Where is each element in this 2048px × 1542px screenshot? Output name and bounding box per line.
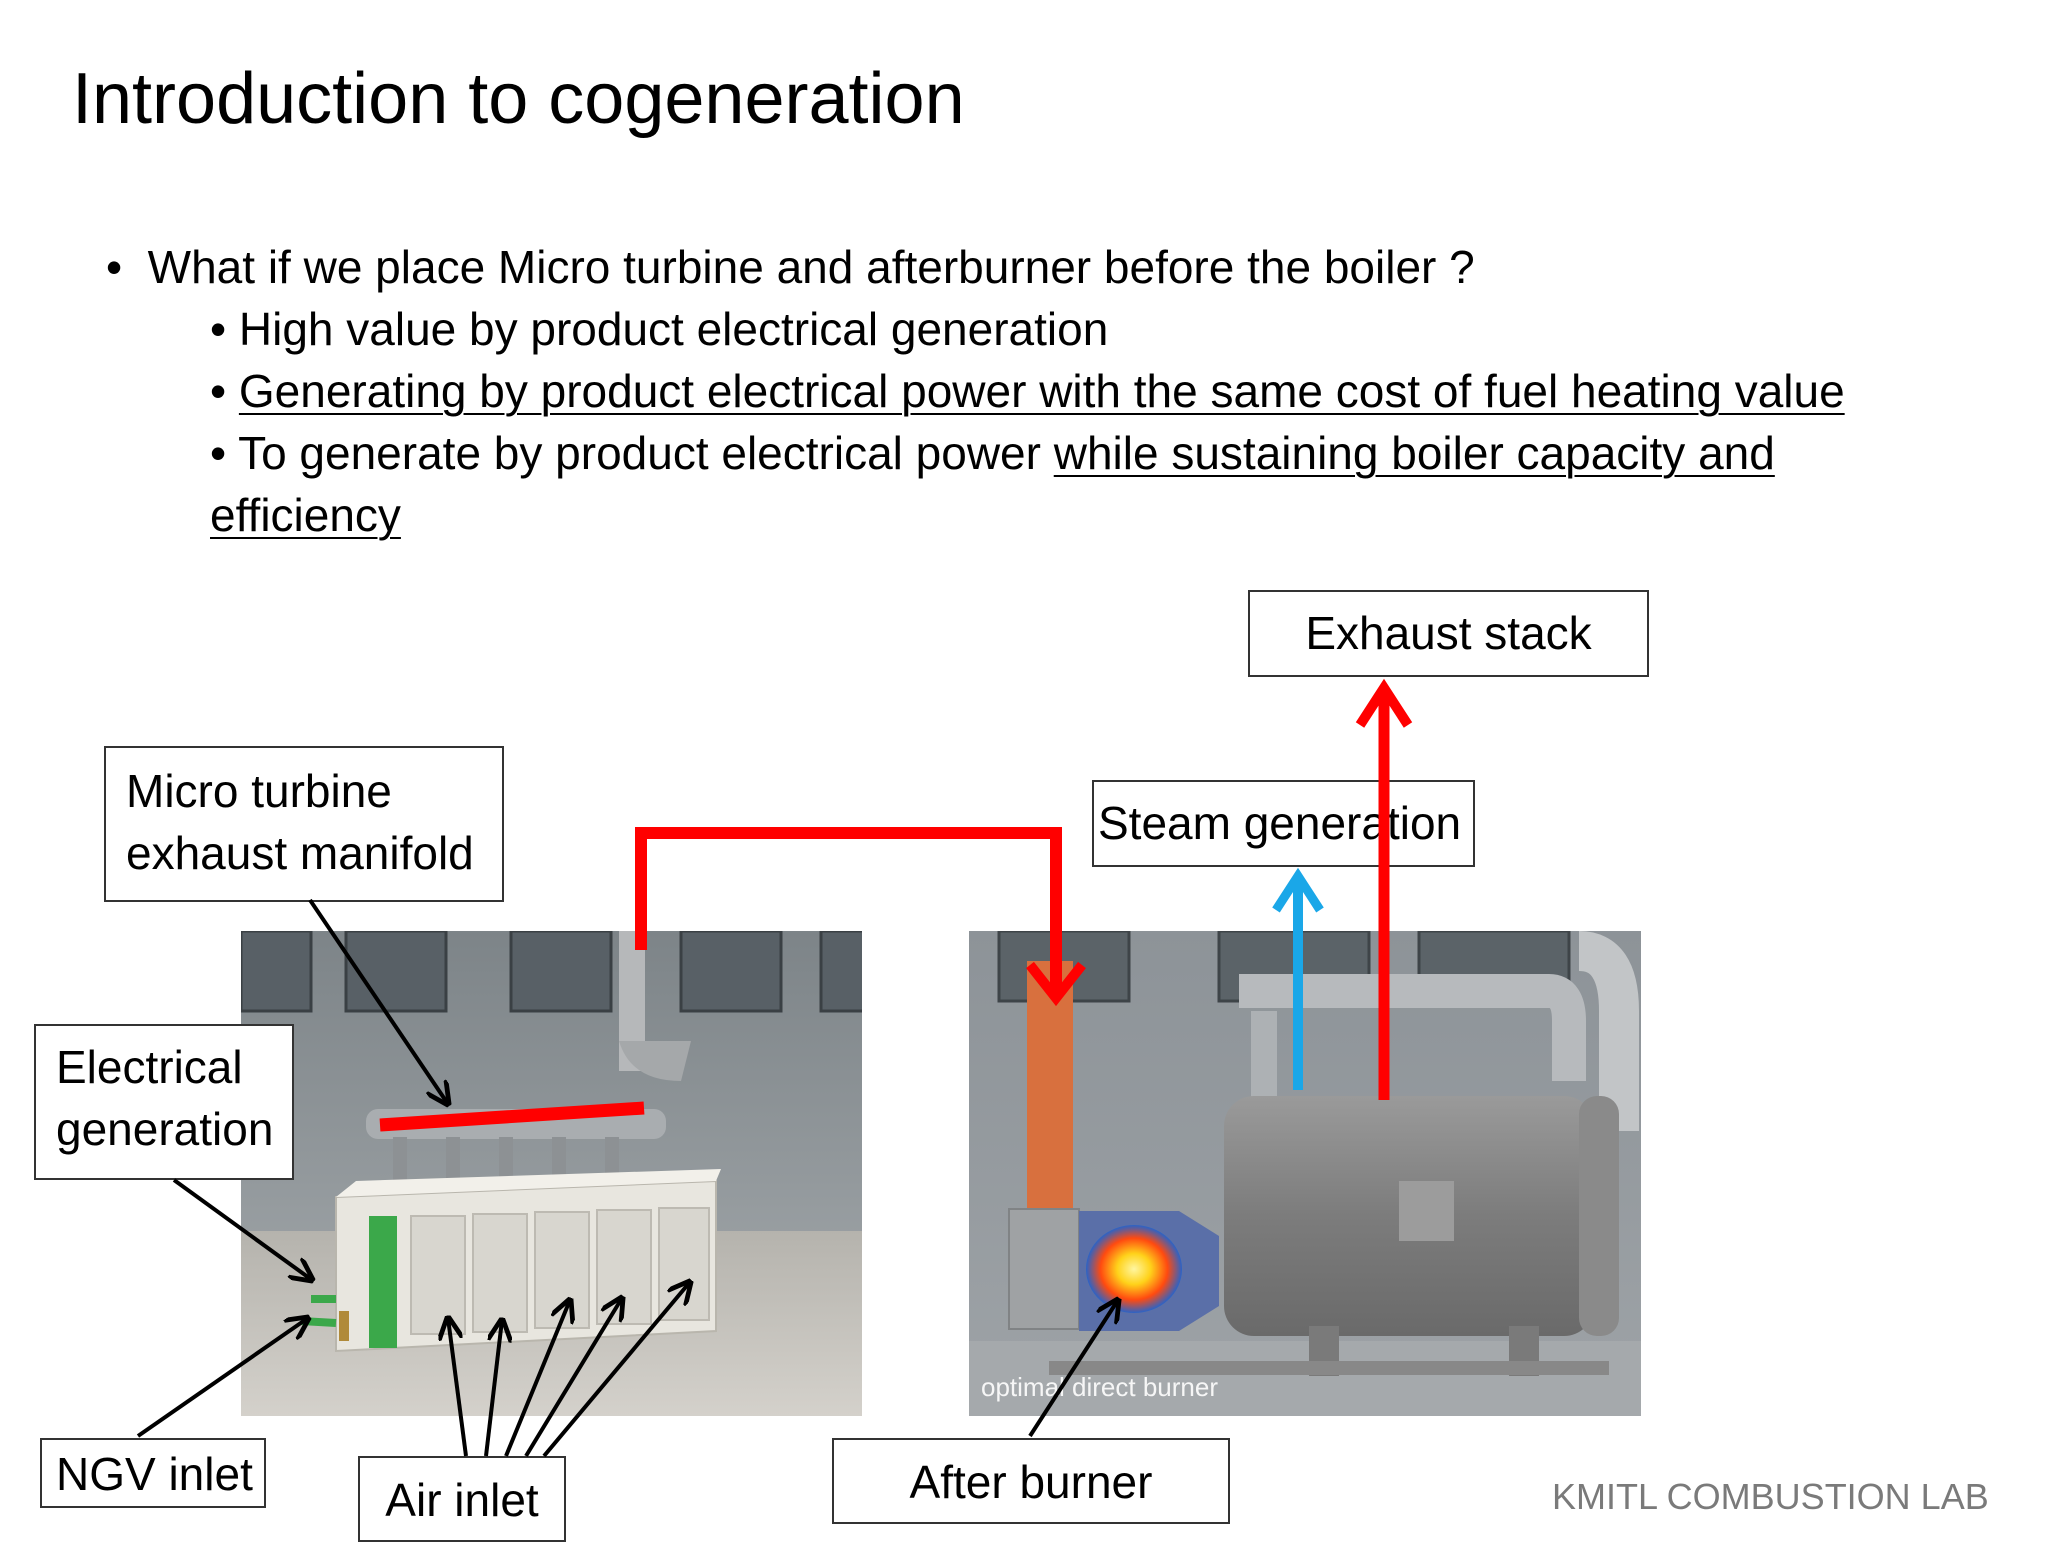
bullet-sub-2: • Generating by product electrical power…	[210, 360, 1845, 422]
steam-generation-label-text: Steam generation	[1098, 797, 1462, 849]
bullet-sub-3-underlined: while sustaining boiler capacity and	[1053, 427, 1775, 479]
bullet-main-text: What if we place Micro turbine and after…	[147, 241, 1475, 293]
footer-credit: KMITL COMBUSTION LAB	[1552, 1476, 1989, 1517]
photo-caption: optimal direct burner	[981, 1372, 1218, 1402]
after-burner-label-text: After burner	[909, 1456, 1153, 1508]
steam-generation-label: Steam generation	[1092, 780, 1475, 867]
ngv-inlet-label: NGV inlet	[40, 1438, 266, 1508]
air-inlet-label: Air inlet	[358, 1456, 566, 1542]
bullet-dot: •	[210, 427, 239, 479]
bullet-dot: •	[106, 241, 148, 293]
exhaust-stack-arrowhead	[1355, 678, 1413, 728]
slide-title: Introduction to cogeneration	[72, 59, 965, 139]
bullet-sub-3-continuation: efficiency	[210, 484, 401, 546]
bullet-sub-3: • To generate by product electrical powe…	[210, 422, 1775, 484]
bullet-dot: •	[210, 303, 239, 355]
electrical-generation-label: Electrical generation	[34, 1024, 294, 1180]
bullet-sub-1-text: High value by product electrical generat…	[238, 303, 1109, 355]
ngv-inlet-label-text: NGV inlet	[56, 1448, 253, 1500]
electrical-generation-label-line2: generation	[56, 1103, 274, 1155]
bullet-sub-3-plain: To generate by product electrical power	[238, 427, 1054, 479]
bullet-dot: •	[210, 365, 239, 417]
exhaust-stack-label-text: Exhaust stack	[1305, 607, 1592, 659]
exhaust-stack-label: Exhaust stack	[1248, 590, 1649, 677]
bullet-list: • What if we place Micro turbine and aft…	[106, 236, 2006, 556]
steam-arrowhead	[1272, 867, 1324, 913]
air-inlet-label-text: Air inlet	[385, 1474, 539, 1526]
micro-turbine-label-line2: exhaust manifold	[126, 827, 474, 879]
bullet-sub-1: • High value by product electrical gener…	[210, 298, 1108, 360]
after-burner-label: After burner	[832, 1438, 1230, 1524]
bullet-main: • What if we place Micro turbine and aft…	[106, 236, 1475, 298]
bullet-sub-3-cont-text: efficiency	[210, 489, 401, 541]
micro-turbine-photo	[241, 931, 862, 1416]
bullet-sub-2-text: Generating by product electrical power w…	[238, 365, 1845, 417]
micro-turbine-label-line1: Micro turbine	[126, 765, 392, 817]
electrical-generation-label-line1: Electrical	[56, 1041, 243, 1093]
micro-turbine-label: Micro turbine exhaust manifold	[104, 746, 504, 902]
boiler-photo: optimal direct burner	[969, 931, 1641, 1416]
